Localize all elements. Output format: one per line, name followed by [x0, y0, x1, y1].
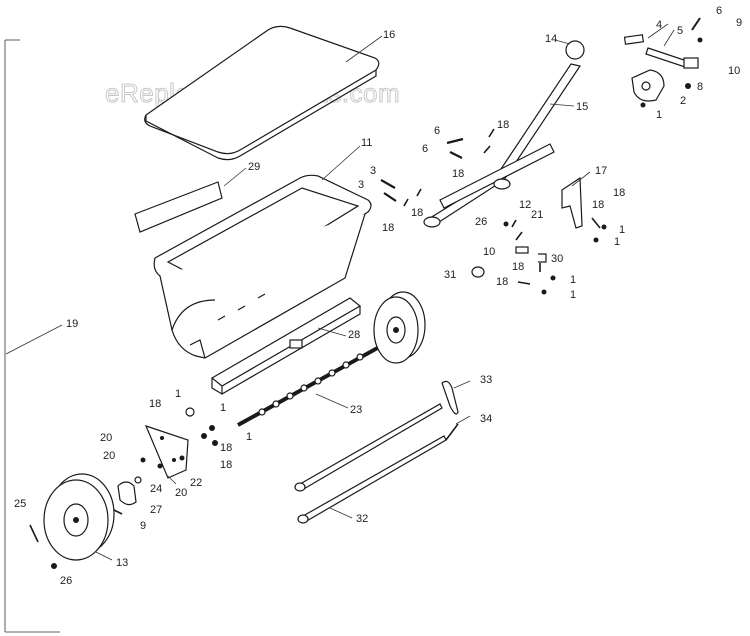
callout-18-f: 18	[592, 199, 604, 211]
callout-28: 28	[348, 329, 360, 341]
part-wheel-hardware-left[interactable]	[29, 407, 218, 569]
callout-1-b: 1	[619, 224, 625, 236]
callout-13: 13	[116, 557, 128, 569]
callout-18-d: 18	[382, 222, 394, 234]
part-small-hardware[interactable]	[471, 217, 607, 295]
callout-1-f: 1	[175, 388, 181, 400]
frame-bracket	[4, 39, 60, 633]
callout-30: 30	[551, 253, 563, 265]
callout-3-b: 3	[358, 179, 364, 191]
callout-20-a: 20	[100, 432, 112, 444]
callout-9-top: 9	[736, 17, 742, 29]
callout-16: 16	[383, 29, 395, 41]
callout-31: 31	[444, 269, 456, 281]
part-strip[interactable]	[134, 181, 223, 233]
callout-18-b: 18	[452, 168, 464, 180]
part-handle[interactable]	[423, 63, 581, 228]
callout-29: 29	[248, 161, 260, 173]
callout-5: 5	[677, 25, 683, 37]
callout-labels: 16 11 29 19 28 23 14 15 4 5 6 9 10 8 2 1…	[14, 5, 742, 587]
callout-22: 22	[190, 477, 202, 489]
callout-25: 25	[14, 498, 26, 510]
callout-18-e: 18	[613, 187, 625, 199]
callout-12: 12	[519, 199, 531, 211]
callout-32: 32	[356, 513, 368, 525]
callout-9-b: 9	[140, 520, 146, 532]
callout-33: 33	[480, 374, 492, 386]
part-bolts-handle[interactable]	[380, 128, 495, 207]
part-lid[interactable]	[144, 25, 380, 161]
callout-1-e: 1	[570, 289, 576, 301]
part-left-wheel[interactable]	[43, 473, 115, 561]
callout-18-a: 18	[497, 119, 509, 131]
callout-3-a: 3	[370, 165, 376, 177]
callout-6-top: 6	[716, 5, 722, 17]
callout-17: 17	[595, 165, 607, 177]
part-rods[interactable]	[294, 403, 447, 524]
callout-6-a: 6	[434, 125, 440, 137]
callout-4: 4	[656, 19, 662, 31]
callout-21: 21	[531, 209, 543, 221]
part-hopper[interactable]	[153, 174, 372, 359]
part-right-wheel[interactable]	[373, 291, 426, 364]
callout-6-b: 6	[422, 143, 428, 155]
callout-14: 14	[545, 33, 557, 45]
callout-1-h: 1	[246, 431, 252, 443]
part-control-linkage[interactable]	[623, 17, 703, 108]
part-grip-knob[interactable]	[565, 40, 585, 60]
callout-18-j: 18	[220, 442, 232, 454]
callout-18-k: 18	[220, 459, 232, 471]
callout-15: 15	[576, 101, 588, 113]
callout-18-i: 18	[149, 398, 161, 410]
callout-1-top: 1	[656, 109, 662, 121]
callout-18-c: 18	[411, 207, 423, 219]
callout-27: 27	[150, 504, 162, 516]
callout-1-d: 1	[570, 274, 576, 286]
callout-26-b: 26	[60, 575, 72, 587]
callout-1-g: 1	[220, 402, 226, 414]
part-axle-tube[interactable]	[210, 297, 362, 396]
part-spinner-shaft[interactable]	[237, 338, 393, 427]
part-gate-bracket[interactable]	[561, 176, 583, 229]
callout-1-c: 1	[614, 236, 620, 248]
callout-10-b: 10	[483, 246, 495, 258]
callout-23: 23	[350, 404, 362, 416]
callout-24: 24	[150, 483, 162, 495]
callout-18-g: 18	[512, 261, 524, 273]
callout-19: 19	[66, 318, 78, 330]
callout-34: 34	[480, 413, 492, 425]
part-hairpin-clip[interactable]	[441, 380, 459, 441]
callout-26-a: 26	[475, 216, 487, 228]
leader-lines	[5, 23, 675, 561]
callout-20-c: 20	[175, 487, 187, 499]
callout-8: 8	[697, 81, 703, 93]
callout-2: 2	[680, 95, 686, 107]
callout-20-b: 20	[103, 450, 115, 462]
callout-10-top: 10	[728, 65, 740, 77]
callout-11: 11	[361, 137, 372, 149]
callout-18-h: 18	[496, 276, 508, 288]
